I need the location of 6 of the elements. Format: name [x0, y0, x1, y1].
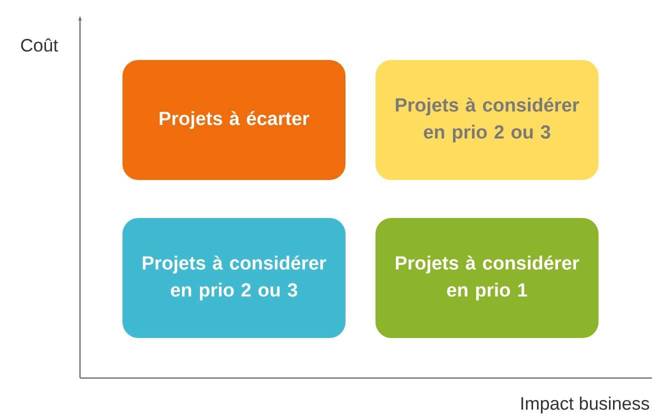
- quadrant-box: Projets à écarter: [122, 60, 346, 180]
- quadrant-box: Projets à considérer en prio 2 ou 3: [122, 218, 346, 338]
- quadrant-box: Projets à considérer en prio 1: [376, 218, 598, 338]
- axis-label: Impact business: [521, 396, 650, 414]
- axis-label: Coût: [21, 38, 58, 52]
- quadrant-box: Projets à considérer en prio 2 ou 3: [376, 60, 598, 180]
